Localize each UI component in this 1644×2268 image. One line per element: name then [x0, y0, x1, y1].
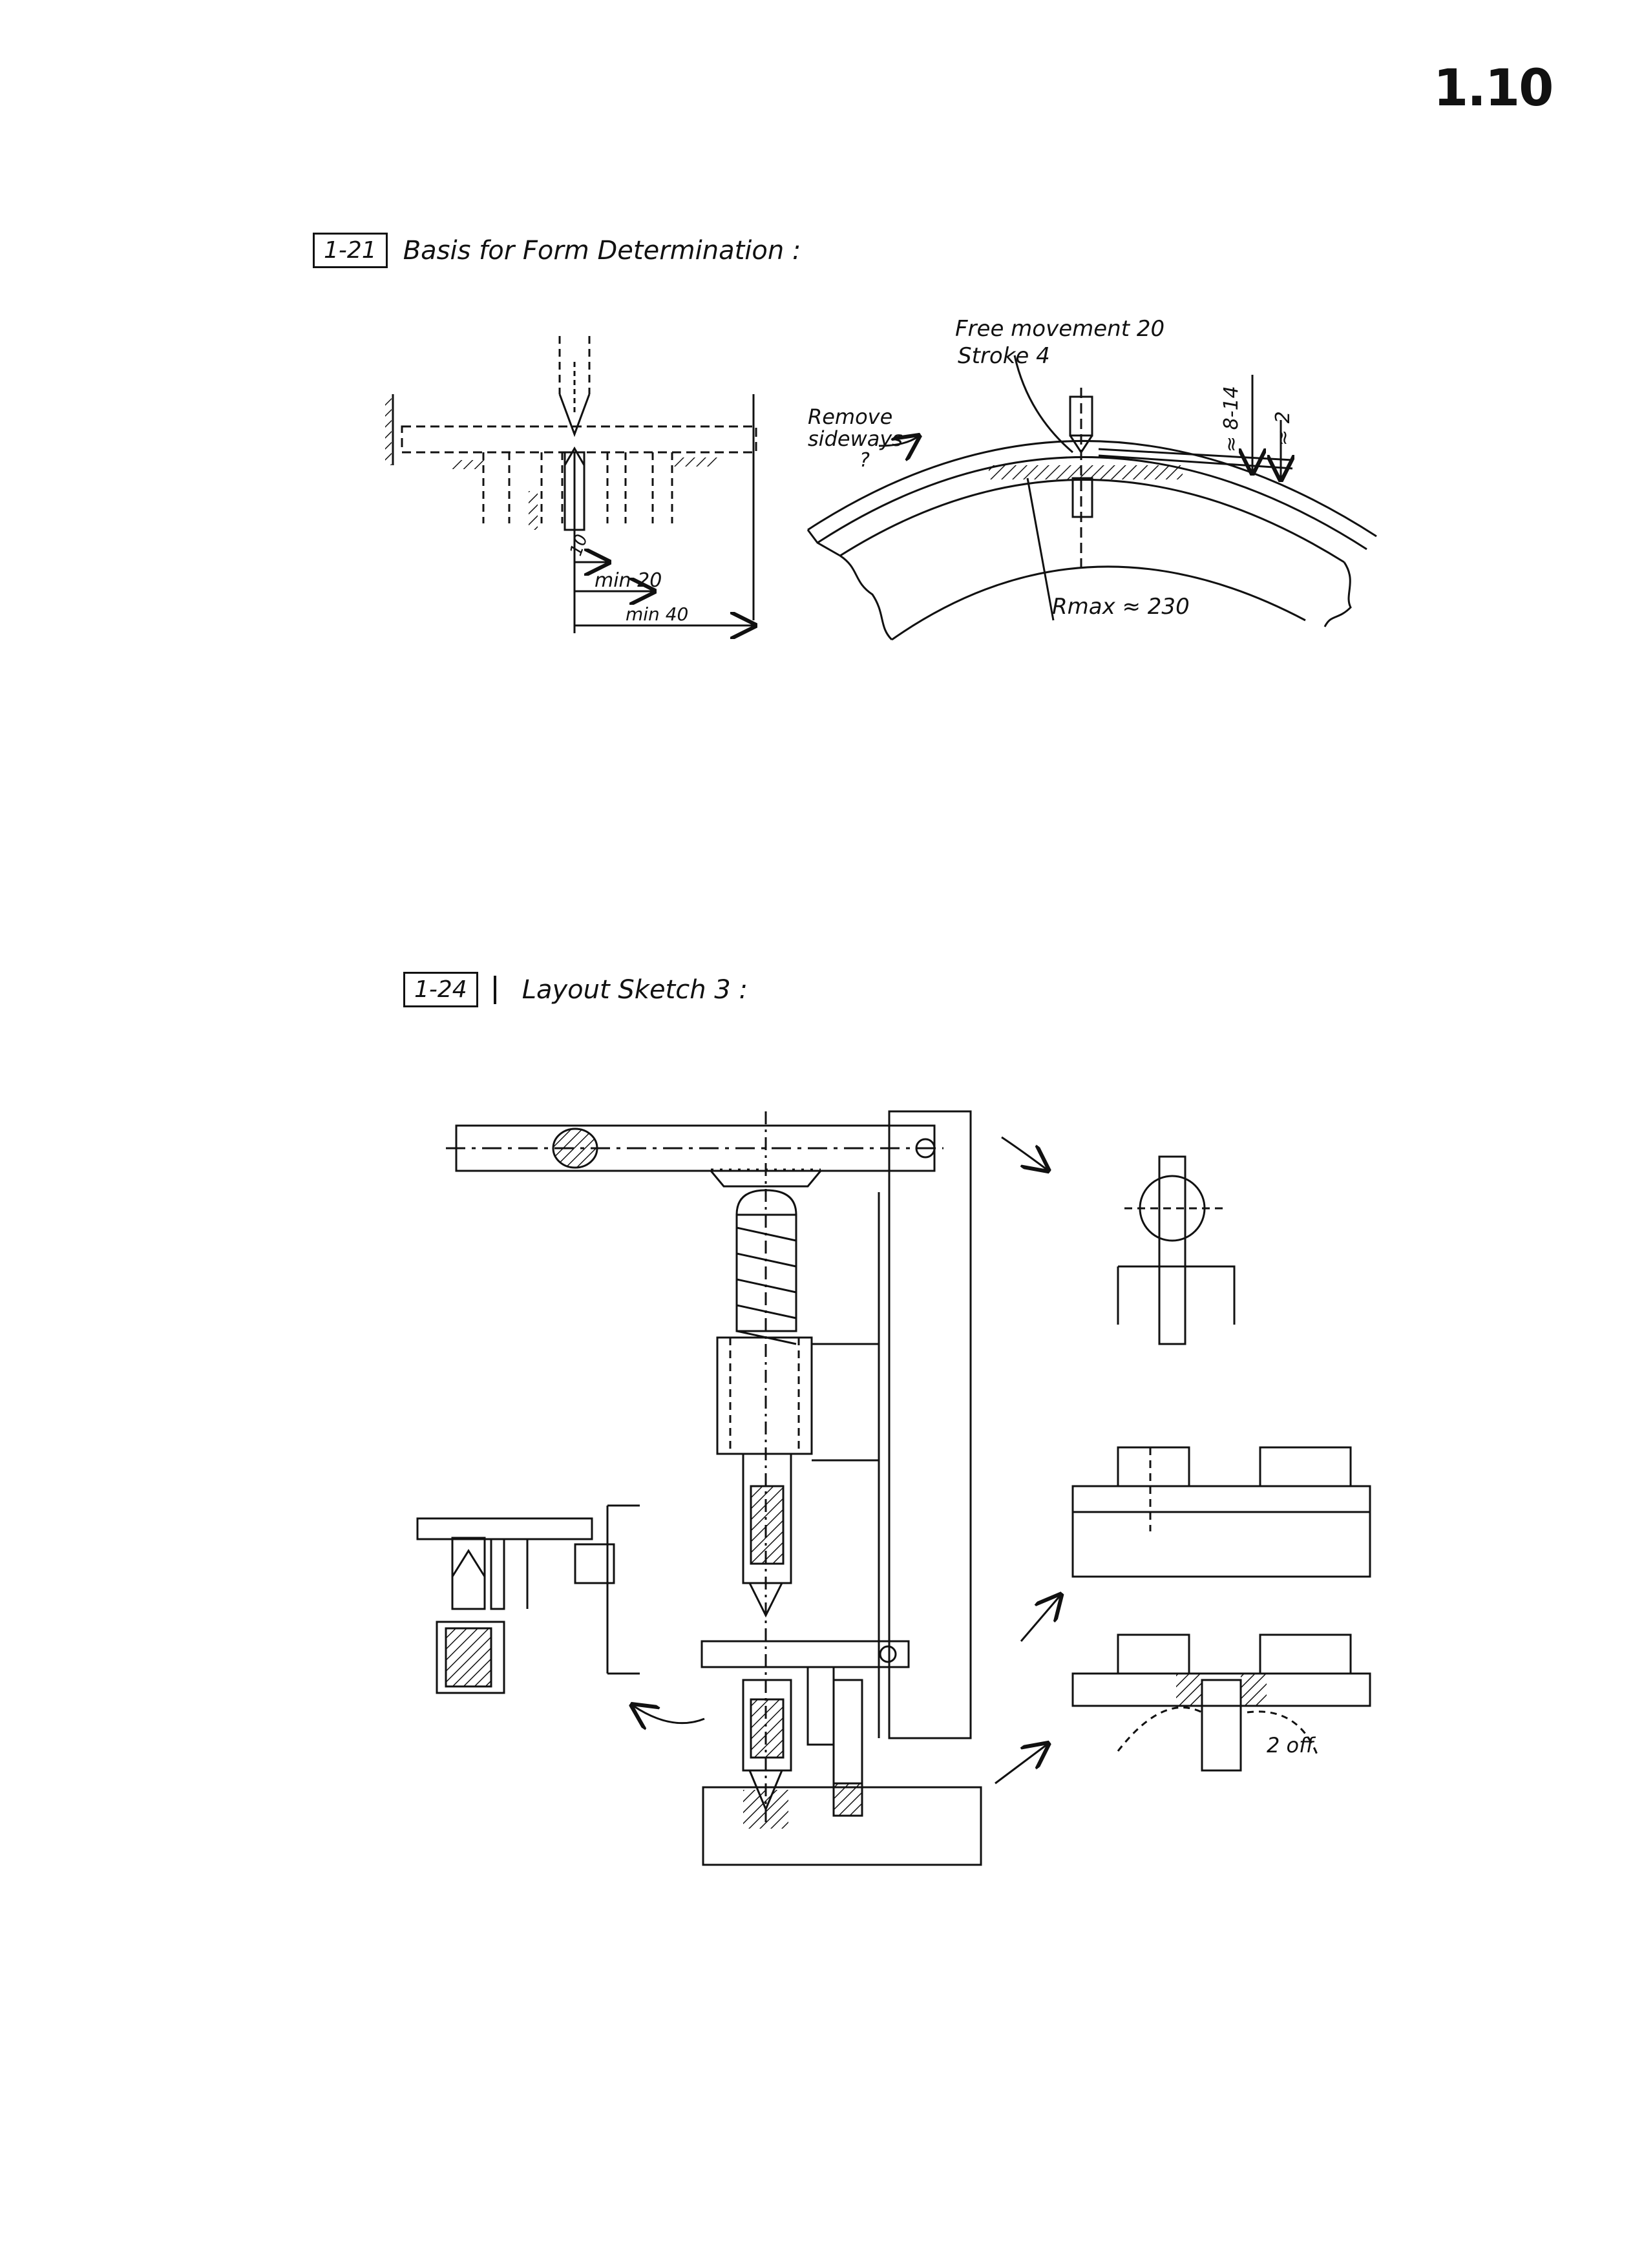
form-basis-sketch-left [385, 336, 756, 633]
dimension-min-40: min 40 [626, 604, 688, 625]
layout-sketch-main [446, 1110, 1060, 1866]
label-approx-8-14: ≈ 8-14 [1220, 386, 1243, 452]
section-title: Basis for Form Determination : [403, 235, 801, 266]
layout-detail-middle-right [1071, 1446, 1371, 1578]
label-question-mark: ? [859, 449, 870, 472]
label-sideways: sideways [808, 426, 903, 451]
label-r-max: Rmax ≈ 230 [1052, 594, 1190, 620]
section-id-box: 1-24 [403, 972, 478, 1007]
label-two-off: 2 off [1267, 1733, 1316, 1758]
divider-bar [493, 975, 496, 1004]
section-header-1-24: 1-24 Layout Sketch 3 : [403, 972, 748, 1007]
form-basis-sketch-rim [806, 355, 1377, 641]
layout-detail-bottom-right [1071, 1633, 1371, 1772]
label-remove: Remove [808, 404, 892, 429]
page-number: 1.10 [1433, 59, 1554, 118]
label-approx-2: ≈ 2 [1272, 411, 1294, 446]
layout-detail-left [416, 1504, 640, 1694]
layout-detail-top-right [1117, 1155, 1236, 1345]
dimension-min-20: min 20 [595, 569, 662, 592]
section-id-box: 1-21 [313, 233, 388, 268]
label-stroke: Stroke 4 [958, 343, 1050, 369]
label-free-movement: Free movement 20 [955, 316, 1164, 342]
section-title: Layout Sketch 3 : [522, 974, 748, 1005]
section-header-1-21: 1-21 Basis for Form Determination : [313, 233, 801, 268]
dimension-10: 10 [566, 532, 592, 558]
